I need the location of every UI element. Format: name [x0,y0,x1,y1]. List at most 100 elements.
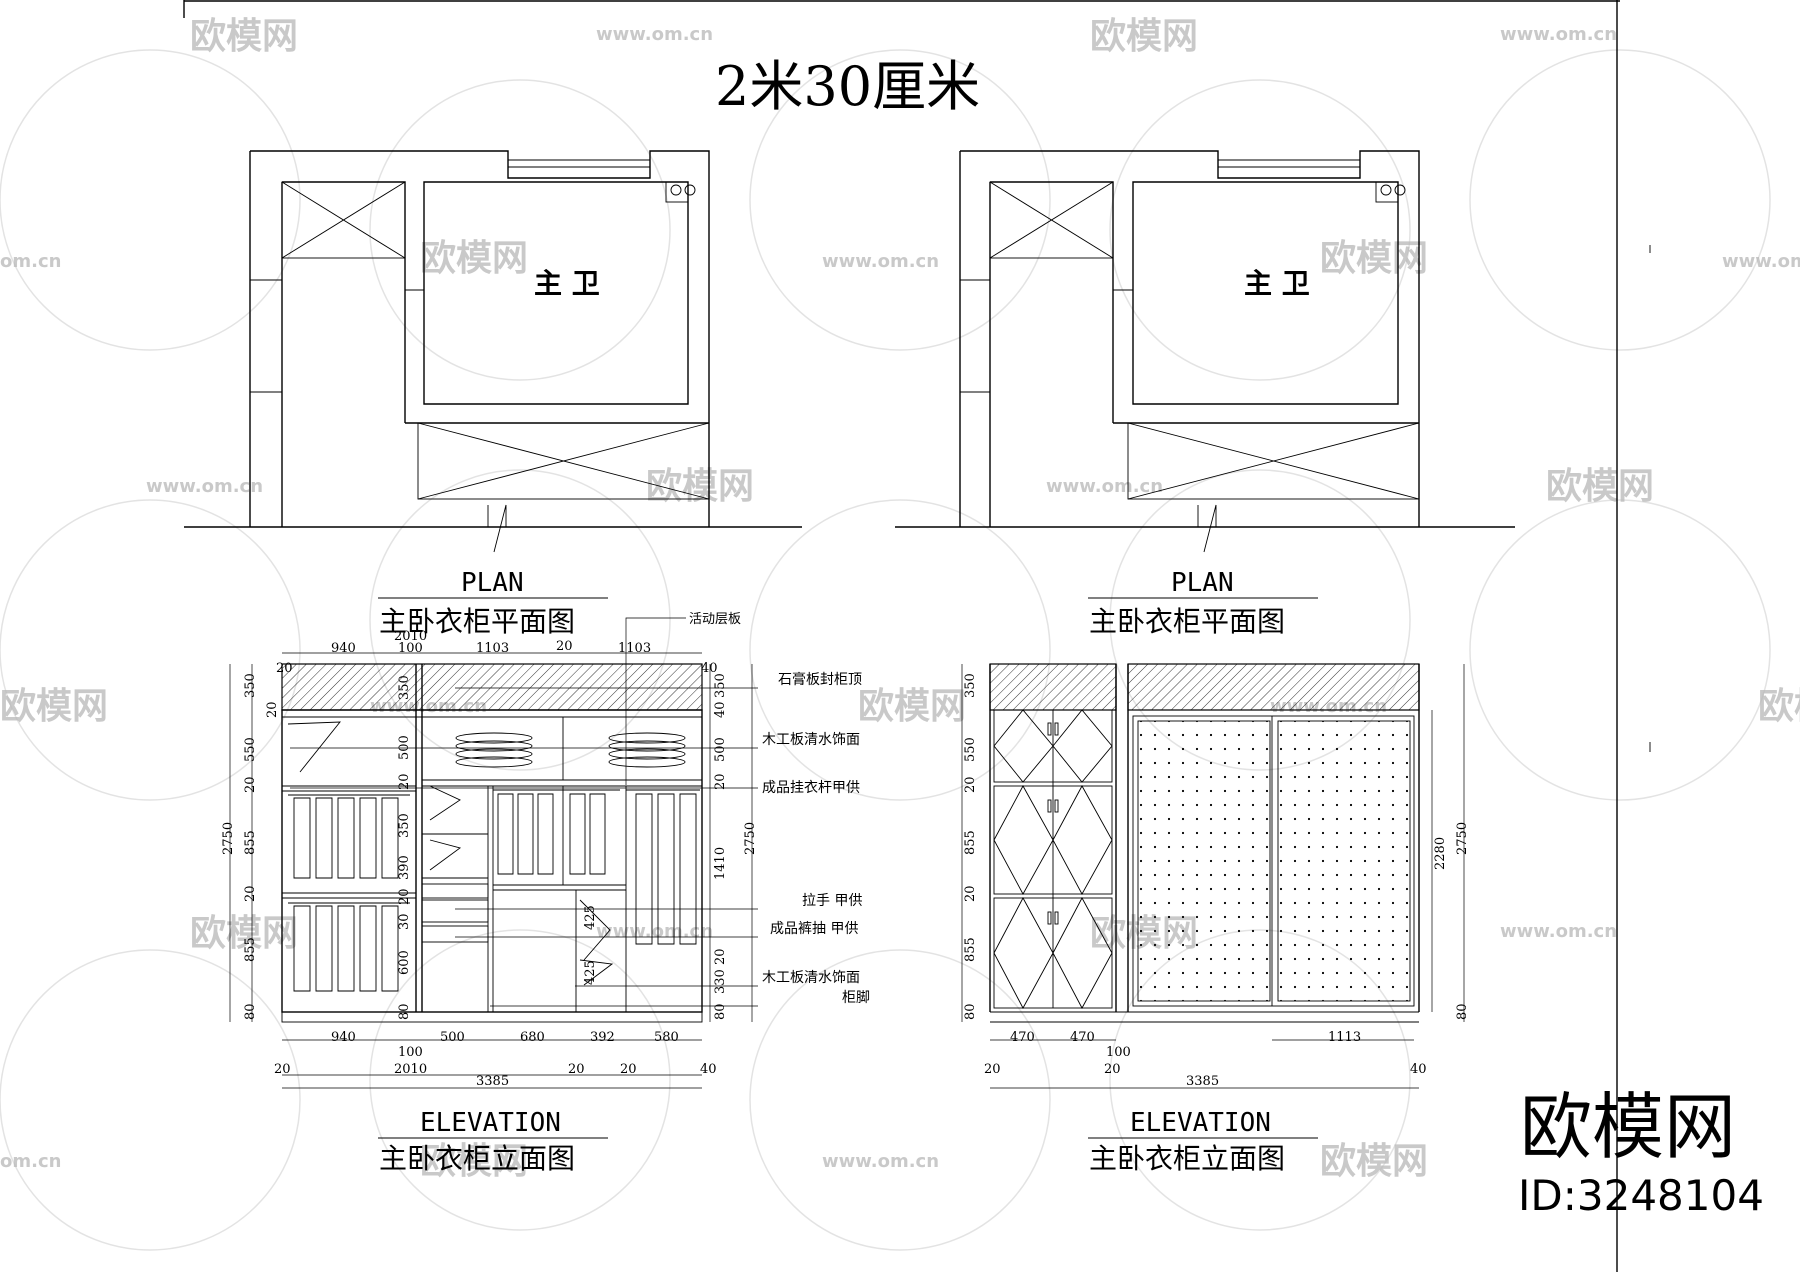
dim-label: 550 [963,737,978,762]
watermark-brand: 欧模网 [858,686,966,727]
long-coat [635,793,653,945]
watermark-url: www.om.cn [146,476,263,497]
dim-label: 1103 [618,641,651,656]
bathroom-room [423,181,689,405]
dim-label: 855 [963,937,978,962]
wardrobe-plan-box [1127,422,1420,500]
plan-view-2: 主 卫 PLAN 主卧衣柜平面图 [895,150,1515,638]
dim-label: 855 [963,830,978,855]
drawing-title: 2米30厘米 [715,55,980,118]
hanging-clothes-group [288,789,700,992]
callout-label: 柜脚 [842,990,870,1006]
callout-label: 活动层板 [689,612,741,627]
folded-clothes [608,732,686,744]
handle-icon [1054,799,1059,813]
long-coat [657,793,675,945]
plan-view-1: 主 卫 PLAN 主卧衣柜平面图 [184,150,802,638]
wardrobe-cross [417,422,710,500]
dim-label: 80 [1455,1003,1470,1020]
folded-clothes [608,748,686,760]
dim-label: 3385 [1186,1074,1219,1089]
watermark-brand: 欧模网 [646,466,754,507]
watermark-brand: 欧模网 [1320,238,1428,279]
watermark-url: www.om.cn [596,24,713,45]
clothes-item [293,905,311,992]
handle-icon [1054,722,1059,736]
watermark-brand: 欧模网 [1090,16,1198,57]
clothes-item [337,797,355,879]
fixture-circle [1394,184,1406,196]
watermark-url: www.om.cn [596,921,713,942]
watermark-brand: 欧模网 [190,913,298,954]
clothes-item [381,797,399,879]
dim-label: 600 [397,950,412,975]
section-mark [429,839,462,871]
diamond-pattern [993,785,1113,895]
watermark-url: om.cn [0,251,61,272]
dim-label: 20 [276,661,293,676]
dim-label: 550 [243,737,258,762]
plan-caption-en: PLAN [1171,568,1234,598]
dim-label: 940 [331,1030,356,1045]
watermark-url: www.om.cn [1722,251,1800,272]
folded-clothes [608,756,686,768]
folded-clothes [455,748,533,760]
elevation-view-2: 350 550 20 855 20 855 80 2280 2750 80 47… [961,663,1470,1175]
pants-drawer [421,925,489,943]
dim-label: 500 [713,737,728,762]
dim-label: 350 [397,675,412,700]
cabinet-cross [989,181,1114,259]
folded-clothes [455,740,533,752]
sliding-door-panel [1277,720,1411,1002]
watermark-brand: 欧模网 [420,238,528,279]
dim-label: 20 [274,1062,291,1077]
dim-label: 40 [701,661,718,676]
elevation-caption-en: ELEVATION [1130,1108,1271,1138]
ceiling-hatch [281,663,703,711]
dim-label: 100 [398,1045,423,1060]
dim-label: 350 [713,673,728,698]
dim-label: 2280 [1433,837,1448,870]
elevation-view-1: 活动层板 石膏板封柜顶 木工板清水饰面 成品挂衣杆甲供 拉手 甲供 成品裤抽 甲… [221,612,870,1175]
plan-caption-cn: 主卧衣柜平面图 [1089,605,1285,638]
dim-label: 3385 [476,1074,509,1089]
dim-label: 100 [1106,1045,1131,1060]
dim-label: 80 [397,1003,412,1020]
long-coat [679,793,697,945]
dim-label: 20 [265,701,280,718]
drawer [421,883,489,899]
leader-line [625,617,686,785]
watermark-url: www.om.cn [1500,921,1617,942]
clothes-item [381,905,399,992]
dim-label: 855 [243,937,258,962]
folded-clothes [455,732,533,744]
section-mark [579,899,611,961]
dim-label: 2750 [1455,822,1470,855]
sliding-door-frame [1132,715,1415,1007]
sliding-door-panel [1137,720,1271,1002]
clothes-item [517,793,534,875]
callout-label: 木工板清水饰面 [762,732,860,748]
ceiling-hatch [1127,663,1420,711]
dim-label: 855 [243,830,258,855]
dim-label: 20 [1104,1062,1121,1077]
plan-caption-en: PLAN [461,568,524,598]
dim-label: 2010 [394,1062,427,1077]
door-swing [487,504,507,553]
dim-label: 580 [654,1030,679,1045]
elevation-caption-cn: 主卧衣柜立面图 [379,1142,575,1175]
dim-label: 2010 [394,629,427,644]
room-label: 主 卫 [1244,267,1310,300]
diamond-pattern [993,709,1113,783]
dim-label: 2750 [221,822,236,855]
watermark-url: www.om.cn [822,251,939,272]
toilet-fixture [665,181,689,203]
plan-outer-wall [250,150,710,527]
clothes-item [497,793,514,875]
clothes-item [537,793,554,875]
dim-label: 470 [1070,1030,1095,1045]
clothes-item [337,905,355,992]
wardrobe-cross [1127,422,1420,500]
